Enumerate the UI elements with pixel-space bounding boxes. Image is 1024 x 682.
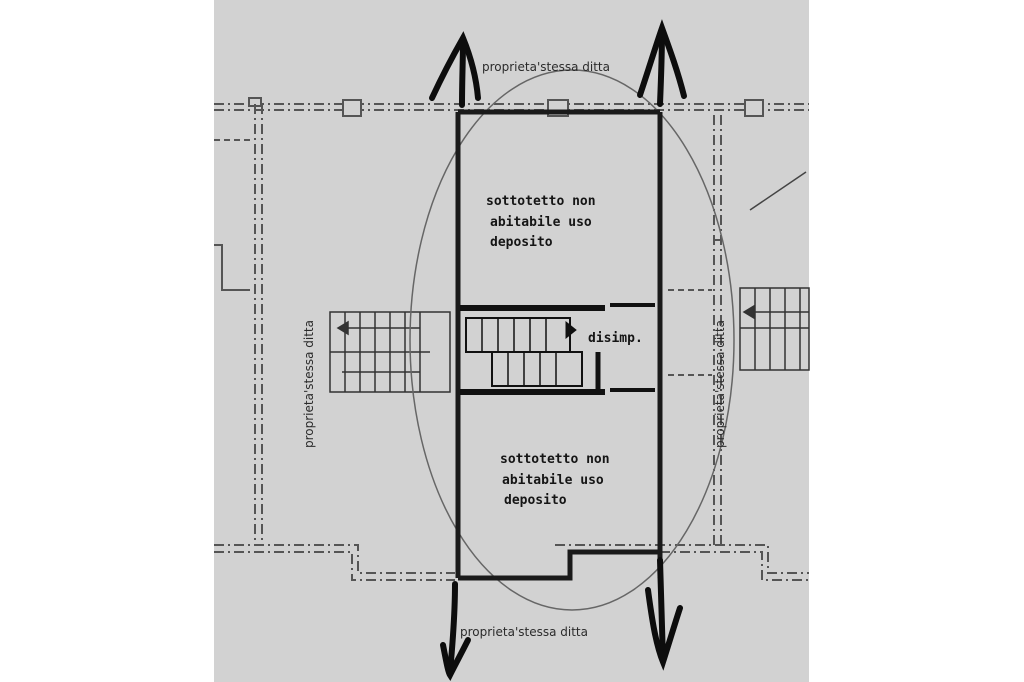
label-left: proprieta'stessa ditta [302,320,316,448]
unit-stairs [460,303,655,395]
left-stairs [329,311,451,393]
landing-label: disimp. [588,331,643,346]
marker-arrows [429,19,687,681]
upper-room-line3: deposito [490,235,553,250]
top-boundary [214,97,809,117]
left-neighbour-walls [214,104,263,545]
label-top: proprieta'stessa ditta [482,60,610,74]
upper-room-line2: abitabile uso [490,215,592,230]
upper-room-line1: sottotetto non [486,194,596,209]
lower-room-line1: sottotetto non [500,452,610,467]
label-bottom: proprieta'stessa ditta [460,625,588,639]
lower-room-line3: deposito [504,493,567,508]
label-right: proprieta'stessa ditta [713,320,727,448]
right-stairs [739,287,810,371]
highlight-ellipse [409,69,735,611]
unit-walls [455,109,663,581]
lower-room-line2: abitabile uso [502,473,604,488]
right-neighbour-walls [668,115,722,545]
bottom-boundary [214,544,809,581]
pointer-line [749,171,807,211]
